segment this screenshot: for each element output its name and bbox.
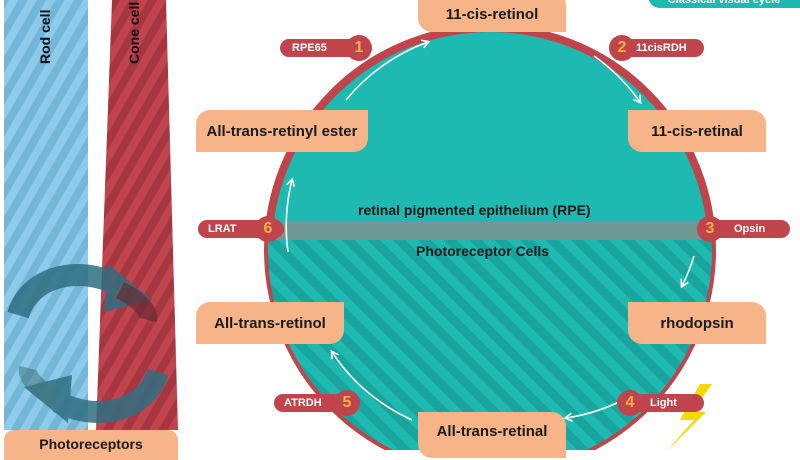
cone-cell-bar [96,0,178,430]
photoreceptor-zone-label: Photoreceptor Cells [416,243,550,259]
compound-11-cis-retinal: 11-cis-retinal [628,110,766,152]
rpe-zone-label: retinal pigmented epithelium (RPE) [358,202,591,218]
rod-cell-label: Rod cell [37,9,53,64]
step-1-number: 1 [346,35,372,61]
refresh-cycle-icon [7,264,169,423]
lightning-bolt-icon [667,384,712,450]
compound-all-trans-retinol: All-trans-retinol [196,302,344,344]
enzyme-label: RPE65 [292,42,327,54]
diagram-graphics [4,0,716,450]
visual-cycle-diagram: Rod cell Cone cell Photoreceptors Classi… [4,0,800,460]
step-5-number: 5 [334,390,360,416]
compound-rhodopsin: rhodopsin [628,302,766,344]
step-4-number: 4 [617,390,643,416]
step-1-enzyme-tag: RPE65 [280,39,362,57]
cone-cell-label: Cone cell [126,1,142,64]
legend-tag: Classical visual cycle [648,0,800,8]
enzyme-label: Opsin [734,223,766,235]
enzyme-label: 11cisRDH [636,42,687,54]
enzyme-label: Light [650,397,677,409]
step-3-enzyme-tag: Opsin [706,220,790,238]
step-6-number: 6 [255,216,281,242]
cycle-arrow-icon [285,39,695,422]
rod-cell-bar [4,0,88,430]
compound-all-trans-retinal: All-trans-retinal [418,412,566,458]
compound-all-trans-retinyl-ester: All-trans-retinyl ester [196,110,368,152]
compound-11-cis-retinol: 11-cis-retinol [418,0,566,32]
step-2-enzyme-tag: 11cisRDH [618,39,704,57]
photoreceptors-label: Photoreceptors [4,430,178,460]
enzyme-label: ATRDH [284,397,322,409]
step-4-enzyme-tag: Light [626,394,704,412]
enzyme-label: LRAT [208,223,237,235]
membrane-band [268,222,712,240]
step-2-number: 2 [609,35,635,61]
step-3-number: 3 [697,216,723,242]
